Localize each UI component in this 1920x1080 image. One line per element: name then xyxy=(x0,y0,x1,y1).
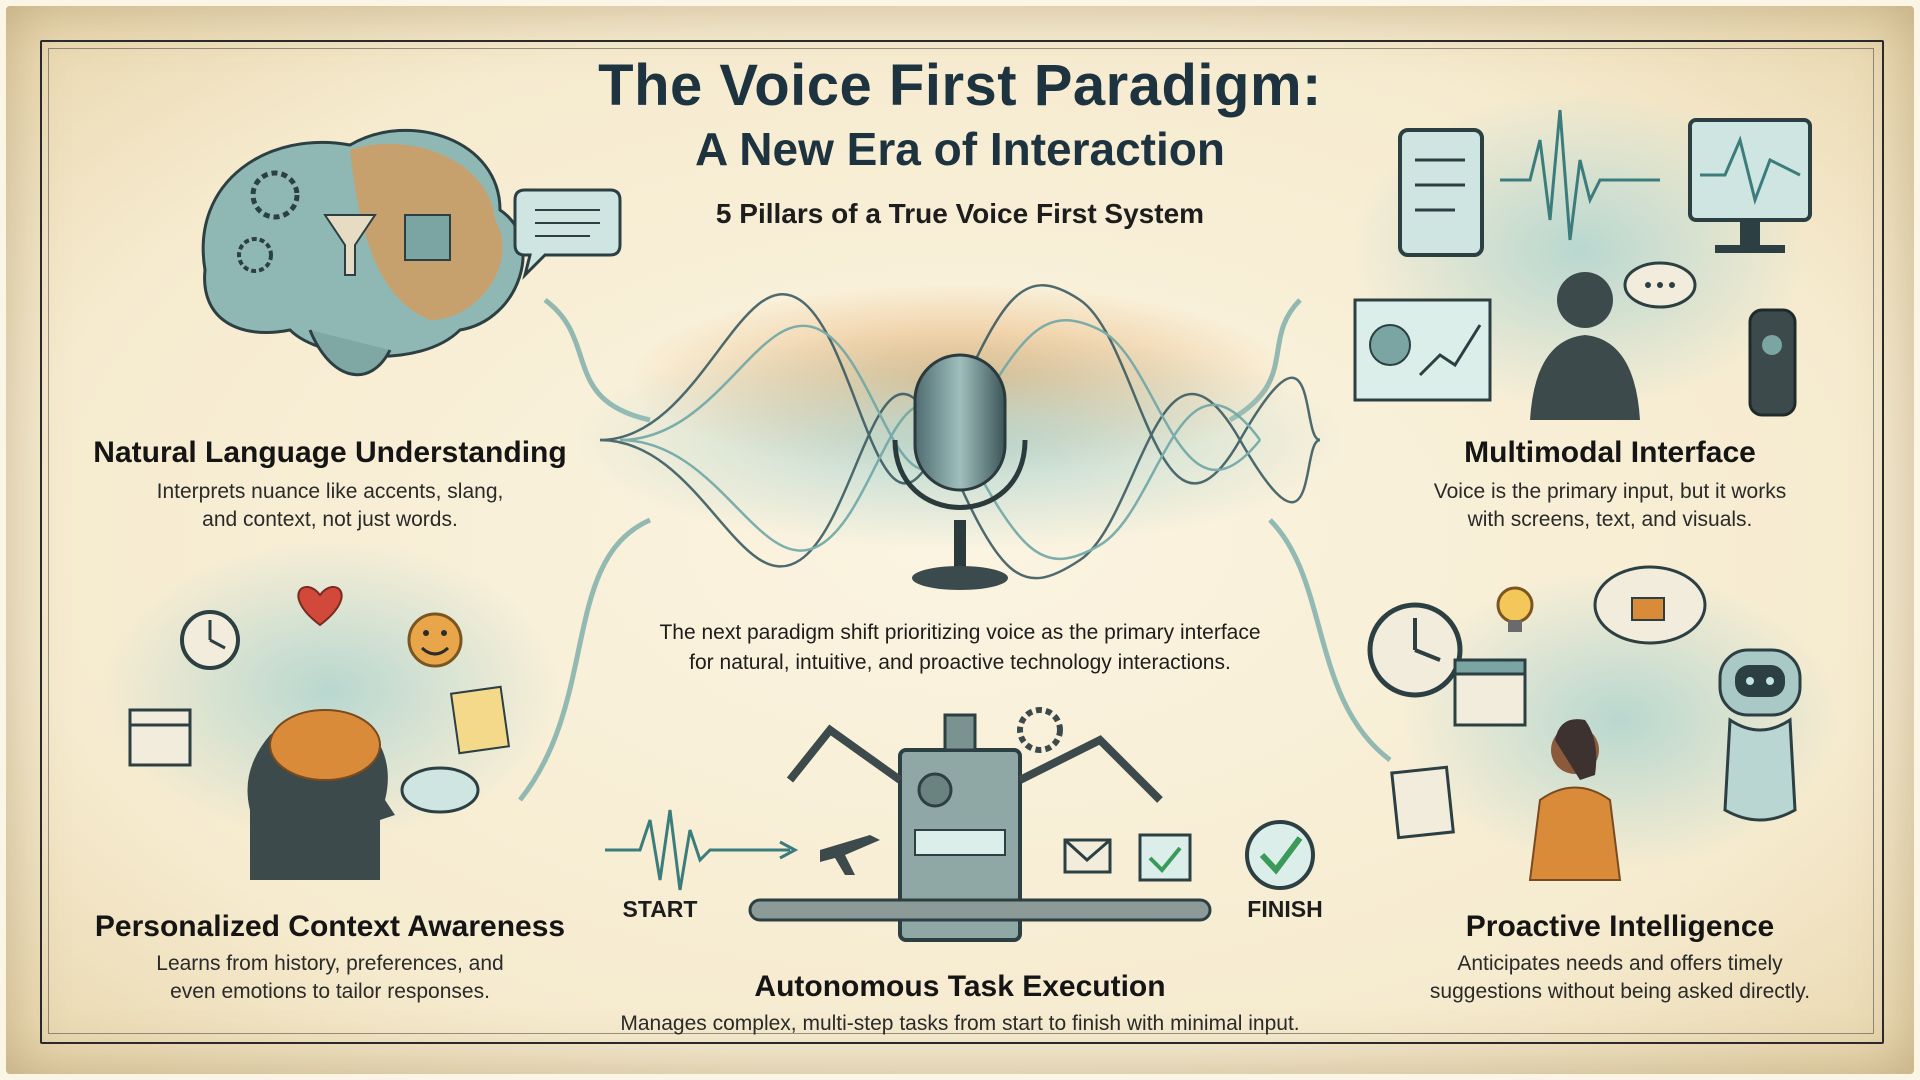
pillar-description-proactive: Anticipates needs and offers timely sugg… xyxy=(1390,950,1850,1006)
robot-assistant-icon xyxy=(1718,648,1802,822)
ribbon-bottom-left xyxy=(518,517,652,802)
clock-icon xyxy=(180,610,240,670)
heart-icon xyxy=(297,585,343,627)
pillar-description-task-execution: Manages complex, multi-step tasks from s… xyxy=(620,1012,1300,1035)
pillar-description-line: Voice is the primary input, but it works xyxy=(1433,480,1787,503)
brain-gears-icon xyxy=(201,128,525,377)
page-title-line2: A New Era of Interaction xyxy=(695,123,1225,175)
central-description-line2: for natural, intuitive, and proactive te… xyxy=(689,651,1231,674)
smart-speaker-icon xyxy=(1748,308,1797,417)
funnel-icon xyxy=(323,214,377,276)
notepad-icon xyxy=(1390,765,1455,840)
page-subtitle: 5 Pillars of a True Voice First System xyxy=(715,198,1205,229)
smiley-icon xyxy=(407,612,463,668)
proactive-illustration xyxy=(1367,565,1840,881)
speech-bubble-icon xyxy=(513,188,622,280)
dashboard-icon xyxy=(1353,298,1492,402)
clock-icon xyxy=(1367,602,1463,698)
microphone-icon xyxy=(892,353,1028,590)
pillar-description-line: suggestions without being asked directly… xyxy=(1429,980,1811,1003)
airplane-icon xyxy=(820,835,880,875)
page-title-line1: The Voice First Paradigm: xyxy=(598,53,1322,118)
pillar-description-line: Interprets nuance like accents, slang, xyxy=(156,480,504,503)
multimodal-illustration xyxy=(1350,90,1812,420)
pillar-title-natural-language: Natural Language Understanding xyxy=(93,436,567,469)
message-bubble-icon xyxy=(400,766,480,814)
central-description-line1: The next paradigm shift prioritizing voi… xyxy=(659,621,1261,644)
flow-finish-label: FINISH xyxy=(1247,896,1323,922)
robot-machine-icon xyxy=(898,713,1022,942)
calendar-icon xyxy=(1453,658,1527,727)
robot-arm-right xyxy=(1018,735,1163,803)
notes-icon xyxy=(449,685,511,755)
pillar-title-context-awareness: Personalized Context Awareness xyxy=(94,910,566,943)
lightbulb-icon xyxy=(1496,586,1534,632)
context-awareness-illustration xyxy=(100,540,560,880)
flow-start-label: START xyxy=(622,896,698,922)
gear-icon xyxy=(250,170,300,220)
task-execution-illustration xyxy=(605,707,1315,942)
gear-icon xyxy=(1017,707,1063,753)
envelope-icon xyxy=(1063,838,1112,874)
coffee-cup-icon xyxy=(1593,565,1707,645)
woman-figure-icon xyxy=(1528,719,1622,881)
calendar-icon xyxy=(128,708,192,767)
checkmark-icon xyxy=(1245,820,1315,890)
pillar-title-task-execution: Autonomous Task Execution xyxy=(754,970,1166,1003)
head-brain-icon xyxy=(247,709,395,880)
chat-bubble-icon xyxy=(1623,261,1697,309)
calendar-check-icon xyxy=(1138,833,1192,882)
conveyor-belt xyxy=(748,898,1212,922)
waveform-small xyxy=(1500,109,1660,241)
central-description: The next paradigm shift prioritizing voi… xyxy=(560,618,1360,678)
pillar-description-natural-language: Interprets nuance like accents, slang, a… xyxy=(80,478,580,534)
pillar-description-line: Anticipates needs and offers timely xyxy=(1457,952,1783,975)
pillar-description-line: even emotions to tailor responses. xyxy=(170,980,490,1003)
robot-arm-left xyxy=(786,724,903,784)
pillar-description-line: Learns from history, preferences, and xyxy=(156,952,504,975)
pillar-description-context-awareness: Learns from history, preferences, and ev… xyxy=(80,950,580,1006)
start-waveform xyxy=(605,809,790,891)
ribbon-bottom-right xyxy=(1268,518,1392,762)
inner-border-frame xyxy=(48,48,1874,1034)
tablet-icon xyxy=(1398,128,1484,257)
monitor-icon xyxy=(1688,118,1812,253)
pillar-title-proactive: Proactive Intelligence xyxy=(1465,910,1775,943)
central-voice-illustration xyxy=(570,284,1350,590)
person-silhouette-icon xyxy=(1530,272,1640,420)
pillar-description-line: and context, not just words. xyxy=(202,508,458,531)
pillar-description-line: with screens, text, and visuals. xyxy=(1467,508,1753,531)
pillar-description-multimodal: Voice is the primary input, but it works… xyxy=(1370,478,1850,534)
pillar-title-multimodal: Multimodal Interface xyxy=(1464,436,1756,469)
outer-border-frame xyxy=(40,40,1884,1044)
